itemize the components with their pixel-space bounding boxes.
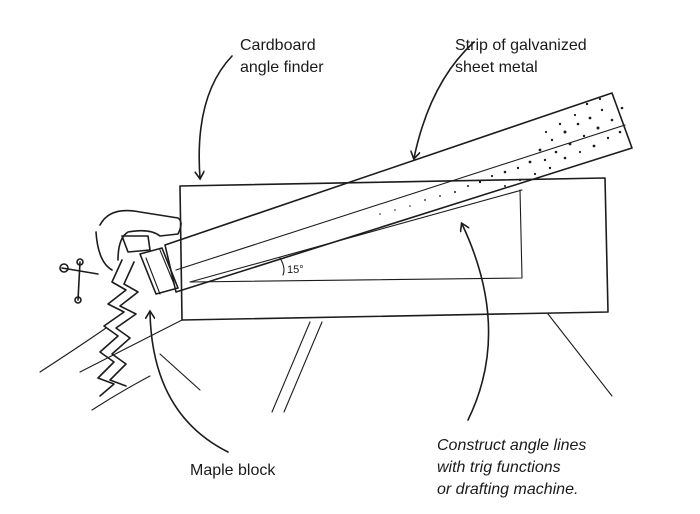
label-strip-line1: Strip of galvanized xyxy=(455,37,587,54)
angle-triangle xyxy=(189,189,523,283)
arrow-construct xyxy=(462,224,490,421)
label-maple: Maple block xyxy=(190,462,276,479)
label-cardboard-line1: Cardboard xyxy=(240,37,316,54)
label-construct-line3: or drafting machine. xyxy=(437,481,578,498)
label-construct-line2: with trig functions xyxy=(437,459,561,476)
label-cardboard-line2: angle finder xyxy=(240,59,324,76)
table-line-left xyxy=(79,319,183,373)
sketch-curve-3 xyxy=(159,353,201,391)
sketch-curve-2 xyxy=(91,375,151,411)
angle-arc xyxy=(279,257,285,276)
table-line-1 xyxy=(271,321,311,413)
cardboard-panel xyxy=(179,177,609,321)
sketch-curve-1 xyxy=(39,327,107,373)
c-clamp xyxy=(59,209,182,397)
arrow-maple xyxy=(150,312,229,453)
angle-hypotenuse xyxy=(189,189,523,283)
label-strip-line2: sheet metal xyxy=(455,59,538,76)
maple-block xyxy=(139,247,179,295)
label-angle: 15° xyxy=(287,264,304,276)
table-line-2 xyxy=(283,321,323,413)
table-line-right xyxy=(547,313,613,397)
arrow-strip xyxy=(414,41,475,158)
label-construct-line1: Construct angle lines xyxy=(437,437,586,454)
arrow-cardboard xyxy=(199,55,233,178)
strip-stipple xyxy=(379,97,624,215)
sheet-metal-strip xyxy=(164,92,633,293)
strip-edge-line xyxy=(175,124,626,271)
